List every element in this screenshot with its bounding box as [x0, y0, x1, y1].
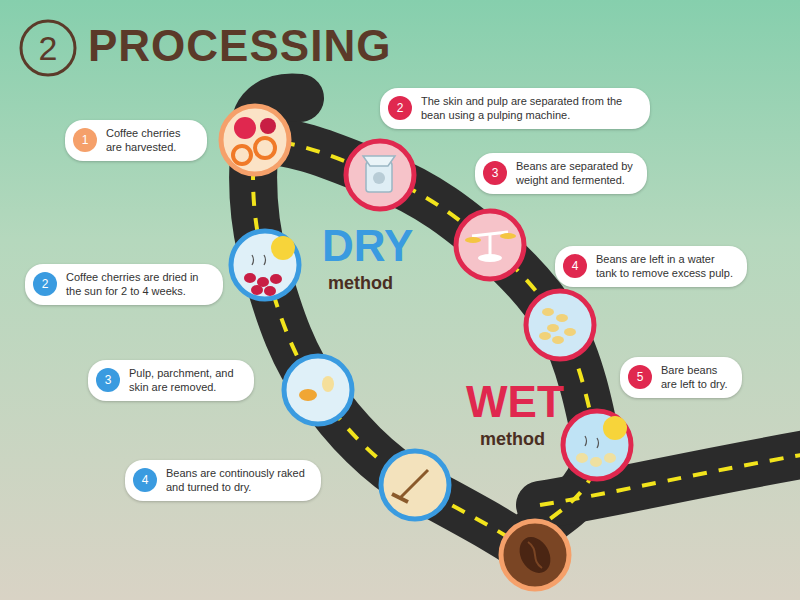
- step-text: Pulp, parchment, and skin are removed.: [129, 366, 242, 395]
- raking-icon: [381, 451, 449, 519]
- step-pill: 3 Pulp, parchment, and skin are removed.: [88, 360, 254, 401]
- method-word: method: [328, 272, 393, 294]
- method-name: WET: [466, 378, 564, 426]
- sun-drying-icon: [563, 411, 631, 479]
- step-number: 3: [96, 368, 120, 392]
- step-text: Coffee cherries are dried in the sun for…: [66, 270, 211, 299]
- title-badge: [21, 21, 75, 75]
- step-text: Beans are separated by weight and fermen…: [516, 159, 635, 188]
- step-text: Beans are continously raked and turned t…: [166, 466, 309, 495]
- cherries-icon: [221, 106, 289, 174]
- road: [253, 98, 800, 555]
- step-number: 2: [33, 272, 57, 296]
- water-tank-icon: [526, 291, 594, 359]
- step-text: The skin and pulp are separated from the…: [421, 94, 638, 123]
- method-word: method: [480, 428, 545, 450]
- step-pill: 1 Coffee cherries are harvested.: [65, 120, 207, 161]
- step-pill: 2 Coffee cherries are dried in the sun fo…: [25, 264, 223, 305]
- step-number: 3: [483, 161, 507, 185]
- step-pill: 3 Beans are separated by weight and ferme…: [475, 153, 647, 194]
- title-number: 2: [21, 21, 75, 75]
- page-title: PROCESSING: [88, 20, 391, 72]
- pulping-machine-icon: [346, 141, 414, 209]
- step-text: Coffee cherries are harvested.: [106, 126, 195, 155]
- step-text: Bare beans are left to dry.: [661, 363, 730, 392]
- step-pill: 4 Beans are left in a water tank to remov…: [555, 246, 747, 287]
- step-pill: 2 The skin and pulp are separated from th…: [380, 88, 650, 129]
- step-text: Beans are left in a water tank to remove…: [596, 252, 735, 281]
- step-pill: 4 Beans are continously raked and turned …: [125, 460, 321, 501]
- coffee-bean-icon: [501, 521, 569, 589]
- scale-icon: [456, 211, 524, 279]
- step-number: 5: [628, 365, 652, 389]
- road-dashes: [253, 140, 800, 555]
- sun-cherries-icon: [231, 231, 299, 299]
- step-number: 2: [388, 96, 412, 120]
- method-name: DRY: [322, 222, 413, 270]
- step-number: 4: [563, 254, 587, 278]
- step-number: 1: [73, 128, 97, 152]
- hulled-beans-icon: [284, 356, 352, 424]
- step-number: 4: [133, 468, 157, 492]
- step-pill: 5 Bare beans are left to dry.: [620, 357, 742, 398]
